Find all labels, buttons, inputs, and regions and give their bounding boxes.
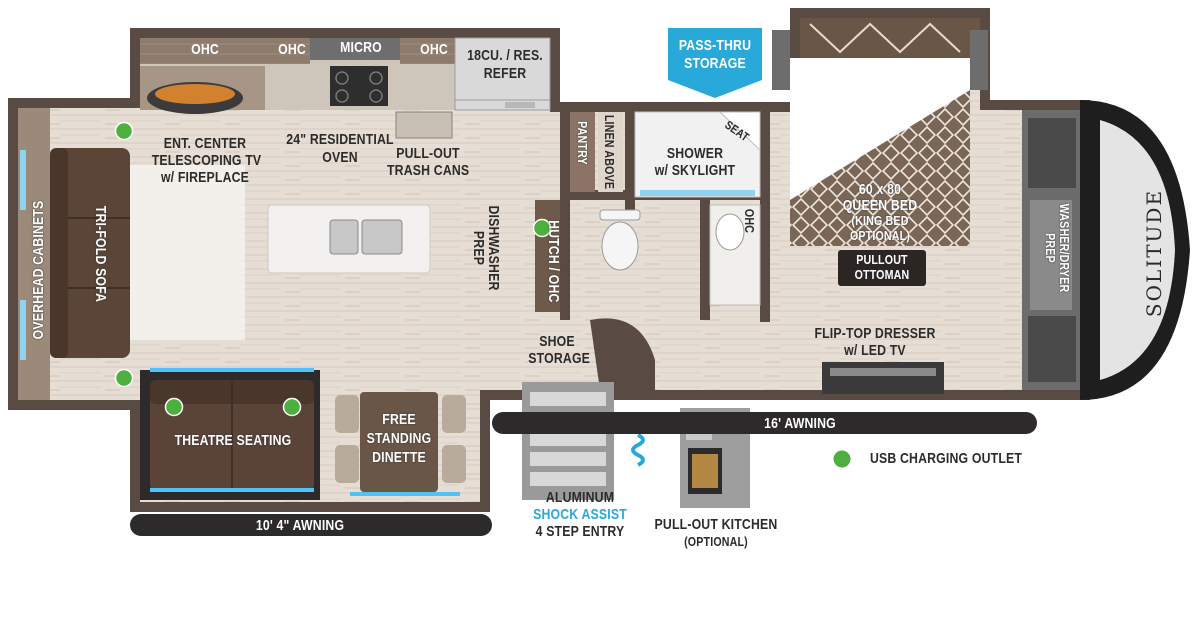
label-awning-10: 10' 4" AWNING	[255, 517, 345, 534]
nightstand-left	[772, 30, 790, 90]
label-hutch-wrap: HUTCH / OHC	[545, 212, 562, 303]
label-shoe-line2: STORAGE	[528, 350, 591, 367]
label-ottoman-line2: OTTOMAN	[854, 267, 910, 282]
label-pass-thru-line1: PASS-THRU	[678, 37, 752, 54]
label-pantry-wrap: PANTRY	[575, 103, 590, 183]
linen-closet	[598, 112, 623, 192]
pantry	[570, 112, 595, 192]
stove-top	[330, 66, 388, 106]
label-bed-line1: 60 x 80	[858, 181, 902, 198]
label-bed-line3: (KING BED	[851, 213, 909, 228]
awning-16-ft	[492, 412, 1037, 434]
label-linen-above: LINEN ABOVE	[602, 114, 617, 190]
upper-cabinet-left	[140, 38, 270, 64]
label-oven-line1: 24" RESIDENTIAL	[286, 131, 394, 148]
label-shower-line1: SHOWER	[666, 145, 724, 162]
label-entry-line3: 4 STEP ENTRY	[535, 523, 625, 540]
label-kitchen-line2: (OPTIONAL)	[684, 534, 748, 549]
label-hutch: HUTCH / OHC	[545, 220, 562, 303]
label-dresser-line2: w/ LED TV	[844, 342, 906, 359]
usb-legend-dot	[833, 450, 851, 468]
sofa	[50, 148, 130, 358]
label-trash-line2: TRASH CANS	[387, 162, 470, 179]
label-oven-line2: OVEN	[322, 149, 358, 166]
label-pantry: PANTRY	[575, 121, 590, 165]
dresser	[822, 362, 944, 394]
label-washer-line2: PREP	[1043, 233, 1058, 263]
label-dinette-line2: STANDING	[366, 430, 432, 447]
usb-charging-dots	[114, 121, 851, 468]
label-kitchen-line1: PULL-OUT KITCHEN	[654, 516, 778, 533]
label-dresser-line1: FLIP-TOP DRESSER	[814, 325, 936, 342]
microwave	[310, 38, 400, 60]
label-shower-line2: w/ SKYLIGHT	[654, 162, 736, 179]
hutch	[535, 200, 560, 312]
label-refer-line2: REFER	[483, 65, 527, 82]
label-ottoman-line1: PULLOUT	[856, 252, 908, 267]
usb-dot	[532, 218, 552, 238]
label-ent-center-line3: w/ FIREPLACE	[160, 169, 250, 186]
shock-assist	[631, 433, 645, 467]
pullout-ottoman	[838, 250, 926, 286]
label-dishwasher-line1: DISHWASHER	[485, 205, 502, 291]
living-rug	[130, 165, 245, 340]
label-awning-16: 16' AWNING	[764, 415, 836, 432]
label-tri-fold-sofa: TRI-FOLD SOFA	[92, 205, 109, 303]
sink-left	[329, 219, 359, 255]
label-ent-center-line2: TELESCOPING TV	[151, 152, 262, 169]
label-ent-center-line1: ENT. CENTER	[163, 135, 247, 152]
dinette-chair-4	[442, 445, 466, 483]
label-dishwasher-wrap: DISHWASHER PREP	[469, 193, 502, 303]
label-trash-line1: PULL-OUT	[396, 145, 460, 162]
awning-10-ft	[130, 514, 492, 536]
label-theatre-seating: THEATRE SEATING	[174, 432, 292, 449]
toilet-tank	[599, 209, 641, 221]
usb-legend-label: USB CHARGING OUTLET	[869, 450, 1023, 467]
usb-dot	[282, 397, 302, 417]
brand-logo: SOLITUDE	[1142, 188, 1168, 318]
dinette-chair-3	[442, 395, 466, 433]
label-washer-wrap: WASHER/DRYER PREP	[1039, 193, 1072, 303]
label-dinette-line3: DINETTE	[372, 449, 426, 466]
label-overhead-cabinets: OVERHEAD CABINETS	[30, 200, 47, 340]
label-ohc-bath: OHC	[742, 208, 757, 234]
dinette-chair-1	[335, 395, 359, 433]
bathroom-wall	[560, 102, 570, 212]
shoe-storage	[590, 318, 655, 390]
label-sofa-wrap: TRI-FOLD SOFA	[92, 194, 109, 314]
brand-name: SOLITUDE	[1142, 188, 1166, 318]
trash-can-cabinet	[395, 111, 453, 139]
label-ohc-bath-wrap: OHC	[742, 201, 757, 241]
label-entry-line2: SHOCK ASSIST	[533, 506, 627, 523]
dinette-table	[360, 392, 438, 492]
nightstand-right	[970, 30, 988, 90]
refrigerator	[454, 37, 551, 111]
label-dinette-line1: FREE	[382, 411, 416, 428]
label-bed-line4: OPTIONAL)	[849, 228, 911, 243]
label-refer-line1: 18CU. / RES.	[467, 47, 543, 64]
pass-thru-arrow	[668, 28, 762, 98]
sink-right	[361, 219, 403, 255]
usb-dot	[114, 121, 134, 141]
label-pass-thru-line2: STORAGE	[684, 55, 746, 72]
bed-headboard	[800, 18, 980, 58]
usb-dot	[114, 368, 134, 388]
label-entry-line1: ALUMINUM	[545, 489, 615, 506]
label-bed-line2: QUEEN BED	[842, 197, 918, 214]
usb-dot	[164, 397, 184, 417]
label-ohc-mid2: OHC	[420, 41, 448, 58]
toilet-bowl	[601, 221, 639, 271]
dinette-chair-2	[335, 445, 359, 483]
label-micro: MICRO	[340, 39, 382, 56]
label-ohc-mid1: OHC	[278, 41, 306, 58]
label-ohc-left: OHC	[191, 41, 219, 58]
label-shoe-line1: SHOE	[539, 333, 575, 350]
label-washer-line1: WASHER/DRYER	[1057, 203, 1072, 293]
label-linen-wrap: LINEN ABOVE	[602, 102, 617, 202]
label-overhead-cabinets-wrap: OVERHEAD CABINETS	[30, 185, 47, 355]
label-dishwasher-line2: PREP	[470, 230, 487, 266]
